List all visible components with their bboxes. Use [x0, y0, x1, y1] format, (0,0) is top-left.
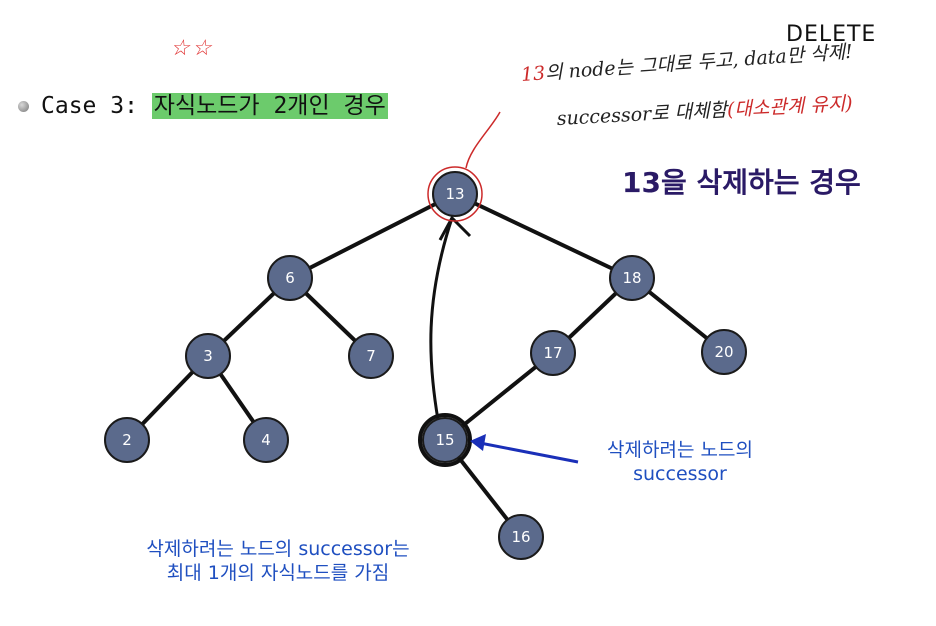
tree-node-7: 7 [348, 333, 394, 379]
tree-node-16: 16 [498, 514, 544, 560]
tree-edge [289, 192, 456, 280]
successor-move-arrow [429, 217, 454, 421]
node-circle [104, 417, 150, 463]
node-label: 20 [714, 343, 733, 361]
tree-node-18: 18 [609, 255, 655, 301]
tree-node-2: 2 [104, 417, 150, 463]
node-circle [243, 417, 289, 463]
tree-node-15: 15 [422, 417, 468, 463]
node-label: 4 [261, 431, 271, 449]
node-circle [267, 255, 313, 301]
node-label: 16 [511, 528, 530, 546]
annotation-pointer [465, 111, 501, 169]
tree-node-13: 13 [432, 171, 478, 217]
delete-label: DELETE [786, 22, 877, 47]
node-label: 3 [203, 347, 213, 365]
successor-highlight [418, 413, 472, 467]
node-circle [609, 255, 655, 301]
successor-pointer-arrowhead [470, 434, 486, 451]
case-title: 자식노드가 2개인 경우 [151, 93, 388, 119]
bottom-note: 삭제하려는 노드의 successor는 최대 1개의 자식노드를 가짐 [108, 537, 448, 585]
tree-node-17: 17 [530, 330, 576, 376]
node-label: 7 [366, 347, 376, 365]
node-circle [185, 333, 231, 379]
node-circle [432, 171, 478, 217]
delete-target-highlight [427, 166, 483, 222]
tree-node-6: 6 [267, 255, 313, 301]
node-circle [530, 330, 576, 376]
node-label: 17 [543, 344, 562, 362]
tree-node-4: 4 [243, 417, 289, 463]
node-circle [701, 329, 747, 375]
successor-label-line2: successor [633, 463, 727, 485]
node-label: 13 [445, 185, 464, 203]
successor-move-arrowhead [438, 215, 472, 241]
node-label: 15 [435, 431, 454, 449]
page-heading: 13을 삭제하는 경우 [622, 166, 861, 199]
tree-node-3: 3 [185, 333, 231, 379]
node-circle [348, 333, 394, 379]
case-heading: Case 3: 자식노드가 2개인 경우 [18, 86, 388, 120]
successor-pointer-arrow [479, 441, 579, 464]
tree-node-20: 20 [701, 329, 747, 375]
node-label: 6 [285, 269, 295, 287]
bottom-note-line1: 삭제하려는 노드의 successor는 [146, 538, 410, 560]
node-circle [422, 417, 468, 463]
tree-edge [454, 192, 633, 280]
successor-label-line1: 삭제하려는 노드의 [607, 439, 753, 461]
star-annotation: ☆☆ [170, 36, 214, 61]
node-circle [498, 514, 544, 560]
node-label: 18 [622, 269, 641, 287]
case-prefix: Case 3: [41, 93, 138, 119]
node-label: 2 [122, 431, 132, 449]
bottom-note-line2: 최대 1개의 자식노드를 가짐 [166, 562, 390, 584]
bullet-icon [18, 101, 29, 112]
successor-label: 삭제하려는 노드의 successor [560, 438, 800, 486]
